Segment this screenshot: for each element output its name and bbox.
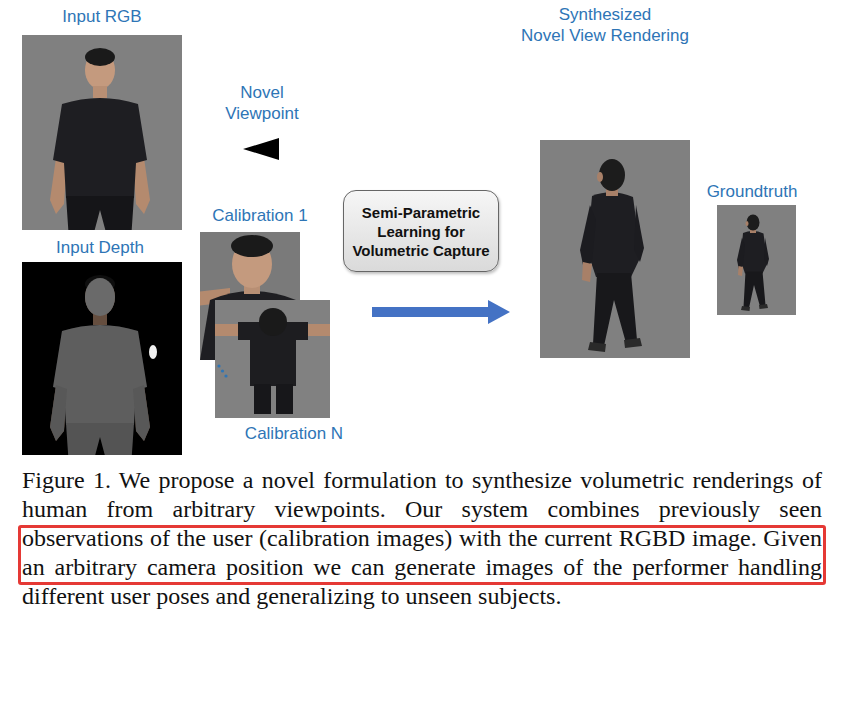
panel-label: Novel View Rendering: [521, 25, 689, 46]
panel-label: Calibration 1: [212, 205, 307, 226]
panel-label: Input RGB: [62, 6, 141, 27]
process-box: Semi-Parametric Learning for Volumetric …: [343, 190, 499, 272]
panel-label: Synthesized: [559, 4, 652, 25]
figure-caption: Figure 1. We propose a novel formulation…: [22, 466, 822, 611]
box-text: Semi-Parametric Learning for Volumetric …: [350, 203, 492, 260]
panel-label: Novel Viewpoint: [215, 82, 310, 124]
panel-label: Calibration N: [245, 423, 343, 444]
panel-label: Groundtruth: [707, 181, 798, 202]
panel-label: Input Depth: [56, 237, 144, 258]
